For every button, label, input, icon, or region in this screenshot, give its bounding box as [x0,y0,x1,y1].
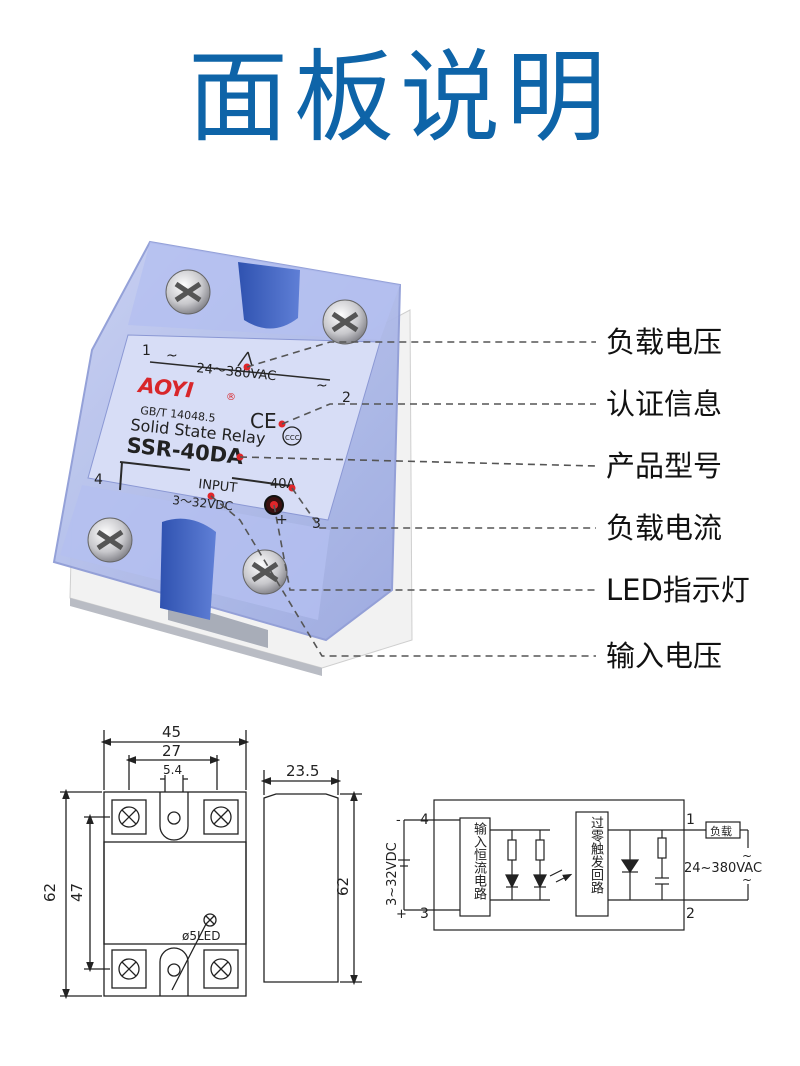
svg-text:CCC: CCC [285,434,300,442]
dim-height-inner: 47 [68,883,86,902]
circuit-plus: + [396,907,407,922]
circuit-minus: - [396,813,401,828]
dim-width-center: 5.4 [163,763,182,777]
side-view-drawing [260,770,362,986]
relay-panel [87,334,381,521]
dim-width-total: 45 [162,723,181,741]
dim-width-screws: 27 [162,742,181,760]
circuit-input-range: 3~32VDC [385,842,400,906]
brand-logo: AOYI [135,373,194,403]
input-text: INPUT [198,477,238,496]
relay-illustration: 1 ~ 24～380VAC ~ 2 AOYI ® GB/T 14048.5 CE… [52,240,597,676]
callout-led: LED指示灯 [606,573,750,607]
top-strap [238,262,300,329]
screw-bottom-left [87,517,133,563]
terminal-1-label: 1 [142,343,151,359]
circuit-tilde-top: ~ [742,849,752,863]
circuit-t2: 2 [686,906,695,922]
circuit-t3: 3 [420,906,429,922]
circuit-t1: 1 [686,812,695,828]
dim-depth: 23.5 [286,762,319,780]
screw-bottom-right [242,549,288,595]
plus-sign: + [276,512,288,528]
screw-top-right [322,299,368,345]
front-view-drawing [60,730,250,1000]
bottom-strap [160,518,216,620]
tilde-2: ~ [316,378,328,394]
callout-load-current: 负载电流 [606,511,723,545]
callout-load-voltage: 负载电压 [606,325,723,359]
circuit-ac-range: 24~380VAC [684,861,762,876]
dim-side-height: 62 [334,877,352,896]
ce-mark: CE [250,409,277,433]
callout-lines [210,341,597,657]
terminal-4-label: 4 [94,472,103,488]
page-title: 面板说明 [188,39,612,156]
circuit-block-input: 输入恒流电路 [471,822,486,900]
registered-mark: ® [226,392,236,403]
dim-height-total: 62 [41,883,59,902]
ccc-mark: CCC [282,426,302,446]
circuit-t4: 4 [420,812,429,828]
input-voltage-text: 3～32VDC [172,493,234,513]
technical-drawings: 45 27 5.4 62 47 ø5LED 23.5 62 [41,723,762,1000]
terminal-2-label: 2 [342,390,351,406]
relay-base-plate [70,598,322,676]
circuit-schematic [398,799,749,931]
circuit-block-trigger: 过零触发回路 [588,816,603,894]
tilde-1: ~ [166,348,178,364]
terminal-3-label: 3 [312,516,321,532]
callout-certification: 认证信息 [606,387,723,421]
screw-top-left [165,269,211,315]
callout-input-voltage: 输入电压 [606,639,723,673]
dim-led: ø5LED [182,929,220,943]
circuit-tilde-bottom: ~ [742,873,752,887]
callout-model: 产品型号 [606,449,723,483]
circuit-load: 负载 [710,824,732,838]
